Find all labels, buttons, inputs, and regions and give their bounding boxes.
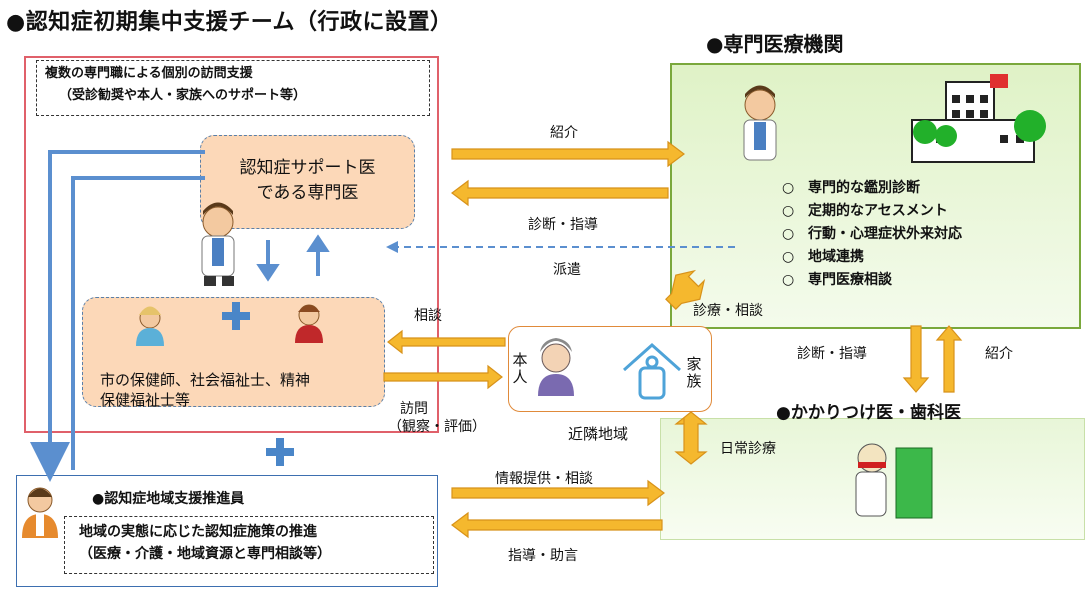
support-doctor-line1: 認知症サポート医 [239, 158, 376, 178]
team-title: ●認知症初期集中支援チーム（行政に設置） [6, 10, 453, 35]
up-arrow-head [306, 234, 330, 252]
family-label: 家族 [686, 355, 702, 390]
arrow-referral [451, 140, 685, 168]
staff-line2: 保健福祉士等 [100, 391, 191, 409]
team-description-line2: （受診勧奨や本人・家族へのサポート等） [59, 88, 307, 103]
specialist-doctor-icon [743, 85, 777, 161]
observation-label: （観察・評価） [388, 419, 486, 435]
arrow-up-right [935, 325, 963, 393]
nurse-icon [136, 306, 164, 346]
arrow-daily-care [674, 411, 708, 465]
blue-line-outer [30, 150, 205, 482]
professional-staff-text: 市の保健師、社会福祉士、精神 保健福祉士等 [100, 370, 390, 410]
family-doctor-title: ●かかりつけ医・歯科医 [776, 403, 962, 423]
support-doctor-box: 認知症サポート医 である専門医 [200, 135, 415, 229]
info-consultation-label: 情報提供・相談 [495, 471, 593, 487]
consultation-label: 相談 [414, 308, 442, 324]
patient-label: 本人 [512, 351, 528, 386]
blue-connector-lines [30, 150, 205, 482]
arrow-visit [383, 364, 503, 390]
plus-icon [222, 302, 250, 330]
coordinator-line2: （医療・介護・地域資源と専門相談等） [79, 546, 331, 562]
diagnosis-guidance-label-top: 診断・指導 [528, 217, 598, 233]
arrow-diagnosis [451, 179, 669, 207]
team-description: 複数の専門職による個別の訪問支援 （受診勧奨や本人・家族へのサポート等） [36, 60, 430, 116]
plus-icon [266, 438, 294, 466]
medical-service-item: ○専門医療相談 [782, 272, 892, 288]
medical-services-list: ○専門的な鑑別診断 ○定期的なアセスメント ○行動・心理症状外来対応 ○地域連携… [782, 177, 962, 292]
coordinator-title: ●認知症地域支援推進員 [92, 491, 245, 507]
guidance-advice-label: 指導・助言 [508, 548, 578, 564]
orange-arrows [383, 140, 963, 539]
arrow-consult [387, 329, 506, 355]
family-doctor-icon [855, 443, 933, 519]
coordinator-line1: 地域の実態に応じた認知症施策の推進 [79, 524, 317, 540]
medical-service-item: ○地域連携 [782, 249, 864, 265]
treatment-consultation-label: 診療・相談 [693, 303, 763, 319]
support-doctor-line2: である専門医 [256, 183, 359, 203]
staff-people-icons [136, 304, 323, 346]
neighborhood-label: 近隣地域 [568, 425, 629, 443]
coordinator-description: 地域の実態に応じた認知症施策の推進 （医療・介護・地域資源と専門相談等） [64, 516, 434, 574]
daily-care-label: 日常診療 [720, 441, 776, 457]
down-arrow-head [256, 264, 280, 282]
dispatch-label: 派遣 [553, 262, 581, 278]
family-house-icon [623, 342, 681, 400]
medical-institution-title: ●専門医療機関 [706, 32, 844, 56]
medical-service-item: ○専門的な鑑別診断 [782, 180, 920, 196]
staff-line1: 市の保健師、社会福祉士、精神 [100, 371, 311, 389]
hospital-icon [911, 74, 1046, 163]
elderly-person-icon [538, 338, 574, 396]
referral-label-right: 紹介 [985, 346, 1013, 362]
vertical-blue-arrows [256, 234, 330, 282]
team-description-line1: 複数の専門職による個別の訪問支援 [45, 66, 253, 81]
arrow-info [451, 479, 665, 507]
visit-label: 訪問 [400, 401, 428, 417]
plus-signs [222, 302, 294, 466]
arrow-treatment [665, 269, 706, 310]
support-doctor-icon [201, 202, 235, 286]
medical-service-item: ○定期的なアセスメント [782, 203, 948, 219]
referral-label-top: 紹介 [550, 125, 578, 141]
diagnosis-guidance-label-right: 診断・指導 [797, 346, 867, 362]
dispatch-dashed-arrow [386, 241, 735, 253]
medical-institution-panel [670, 63, 1081, 329]
coordinator-icon [22, 487, 58, 538]
social-worker-icon [295, 304, 323, 343]
medical-service-item: ○行動・心理症状外来対応 [782, 226, 962, 242]
coordinator-panel [16, 475, 438, 587]
patient-family-box [508, 326, 712, 412]
arrow-guidance [451, 511, 663, 539]
arrow-down-right [902, 325, 930, 393]
blue-line-inner [71, 176, 205, 470]
